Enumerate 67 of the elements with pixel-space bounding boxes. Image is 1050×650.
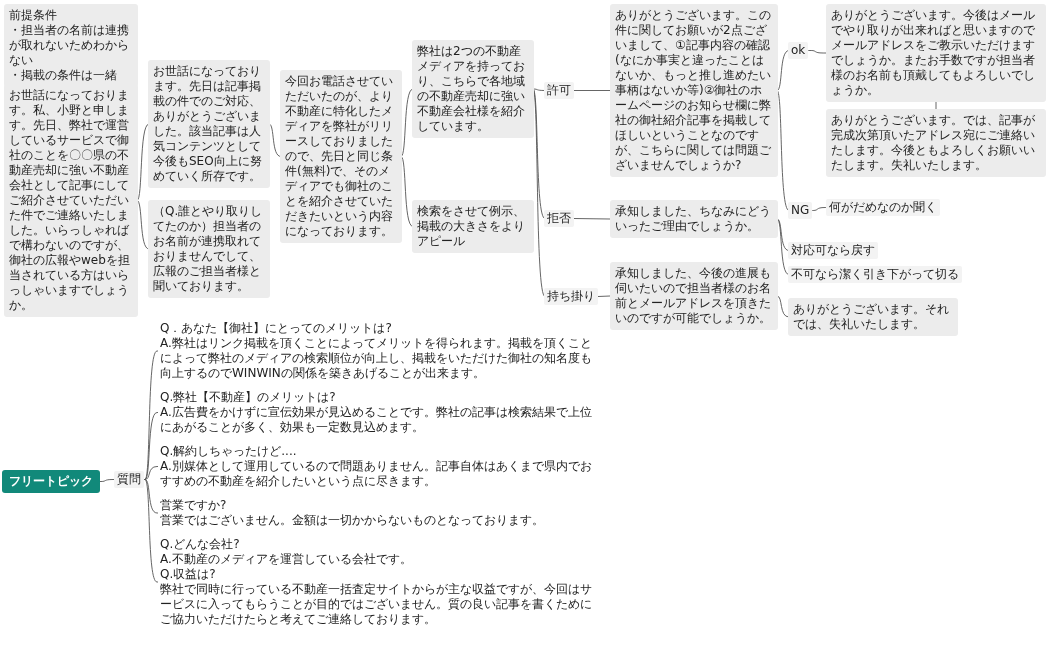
connector-line xyxy=(400,88,414,157)
topic-text: ありがとうございます。では、記事が完成次第頂いたアドレス宛にご連絡いたします。今後ともよろしくお願いいたします。失礼いたします。 xyxy=(831,113,1036,173)
label-text: ok xyxy=(791,43,806,57)
connector-line xyxy=(776,218,790,275)
answer-text: Q.収益は? xyxy=(160,567,217,582)
answer-text: 営業ですか? xyxy=(160,498,228,513)
topic-box xyxy=(412,40,534,138)
topic-text: 今回お電話させていただいたのが、より不動産に特化したメディアを弊社がリリースしておりましたので、先日と同じ条件(無料)で、そのメディアでも御社のことを紹介させていただきたいという内容になっております。 xyxy=(285,74,394,239)
topic-text: お世話になっております。先日は記事掲載の件でのご対応、ありがとうございました。該当記事は人気コンテンツとして今後もSEO向上に努めていく所存です。 xyxy=(153,64,263,184)
connector-line xyxy=(811,207,827,211)
answer-text: Q.弊社【不動産】のメリットは? xyxy=(160,390,337,405)
label-text: 拒否 xyxy=(547,211,571,225)
answer-text: A.不動産のメディアを運営している会社です。 xyxy=(160,552,413,567)
topic-text: ありがとうございます。それでは、失礼いたします。 xyxy=(793,302,950,332)
connector-line xyxy=(573,218,611,220)
topic-text: 不可なら潔く引き下がって切る xyxy=(791,267,959,281)
central-topic xyxy=(2,470,100,493)
answer-text: A.弊社はリンク掲載を頂くことによってメリットを得られます。掲載を頂くことによって弊社のメディアの検索順位が向上し、掲載をいただけた御社の知名度も向上するのでWINWINの関係を築きあげることが出来ます。 xyxy=(160,336,593,381)
topic-box xyxy=(610,262,778,330)
connector-line xyxy=(143,479,159,514)
connector-line xyxy=(776,295,790,318)
label-text: 持ち掛り xyxy=(547,289,595,303)
topic-box xyxy=(826,109,1046,177)
topic-text: （Q.誰とやり取りしてたのか）担当者のお名前が連携取れておりませんでして、広報のご担当者様と聞いております。 xyxy=(153,204,264,294)
answer-text: Q.解約しちゃったけど.... xyxy=(160,444,298,459)
connector-line xyxy=(99,479,115,482)
answer-text: 弊社で同時に行っている不動産一括査定サイトからが主な収益ですが、今回はサービスに入ってもらうことが目的ではございません。質の良い記事を書くためにご協力いただけたらと考えてご連絡しております。 xyxy=(160,582,593,627)
topic-box xyxy=(412,200,534,253)
topic-text: 前提条件 xyxy=(9,8,58,23)
connector-line xyxy=(935,101,937,110)
connector-line xyxy=(776,50,790,91)
topic-text: 承知しました、今後の進展も伺いたいので担当者様のお名前とメールアドレスを頂きたいのですが可能でしょうか。 xyxy=(615,266,772,326)
connector-line xyxy=(268,123,282,157)
topic-text: 承知しました、ちなみにどういったご理由でしょうか。 xyxy=(615,204,772,234)
connector-line xyxy=(807,50,827,54)
topic-box xyxy=(148,200,270,298)
answer-text: 営業ではございません。金額は一切かからないものとなっております。 xyxy=(160,513,545,528)
connector-line xyxy=(136,200,150,250)
connector-line xyxy=(532,88,546,91)
topic-text: フリートピック xyxy=(9,474,93,488)
topic-text: 何がだめなのか聞く xyxy=(829,200,937,214)
topic-text: ありがとうございます。今後はメールでやり取りが出来ればと思いますのでメールアドレスをご教示いただけますでしょうか。またお手数ですが担当者様のお名前も頂戴してもよろしいでしょうか。 xyxy=(831,8,1036,98)
connector-line xyxy=(597,295,611,297)
answer-text: A.広告費をかけずに宣伝効果が見込めることです。弊社の記事は検索結果で上位にあがることが多く、効果も一定数見込めます。 xyxy=(160,405,593,435)
label-text: 許可 xyxy=(547,83,571,97)
answer-text: A.別媒体として運用しているので問題ありません。記事自体はあくまで県内でおすすめの不動産を紹介したいという点に尽きます。 xyxy=(160,459,593,489)
answer-text: Q．あなた【御社】にとってのメリットは? xyxy=(160,321,393,336)
connector-line xyxy=(136,123,150,201)
connector-line xyxy=(573,90,611,91)
topic-text: ありがとうございます。この件に関してお願いが2点ございまして、①記事内容の確認(なにか事実と違ったことはないか、もっと推し進めたい事柄はないか等)②御社のホームページのお知らせ欄に弊社の御社紹介記事を掲載してほしいということなのですが、こちらに関しては問題ございませんでしょうか? xyxy=(615,8,772,173)
topic-text: 弊社は2つの不動産メディアを持っており、こちらで各地域の不動産売却に強い不動産会社様を紹介しています。 xyxy=(417,44,526,134)
topic-text: 対応可なら戻す xyxy=(791,243,875,257)
topic-text: ・掲載の条件は一緒 xyxy=(9,68,118,83)
answer-text: Q.どんな会社? xyxy=(160,537,241,552)
connector-line xyxy=(776,218,790,251)
label-text: NG xyxy=(791,203,810,217)
topic-box xyxy=(610,200,778,238)
topic-text: ・担当者の名前は連携が取れないためわからない xyxy=(9,23,130,68)
topic-text: お世話になっております。私、小野と申します。先日、弊社で運営しているサービスで御社のことを〇〇県の不動産売却に強い不動産会社として記事にしてご紹介させていただいた件でご連絡いたしました。いらっしゃればで構わないのですが、御社の広報やwebを担当されている方はいらっしゃいますでしょうか。 xyxy=(9,88,131,313)
topic-box xyxy=(788,298,958,336)
connector-line xyxy=(143,479,159,583)
label-text: 質問 xyxy=(117,472,141,486)
topic-text: 検索をさせて例示、掲載の大きさをよりアピール xyxy=(417,204,526,249)
connector-line xyxy=(400,156,414,227)
connector-line xyxy=(143,412,159,480)
connector-line xyxy=(143,466,159,480)
topic-box xyxy=(148,60,270,188)
